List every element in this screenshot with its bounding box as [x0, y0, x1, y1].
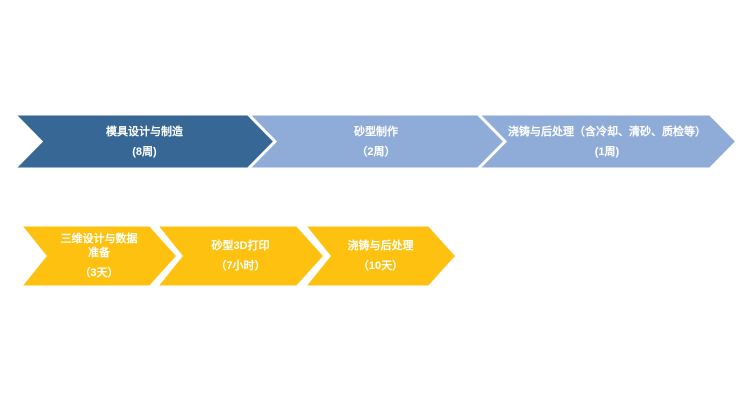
step-duration: （2周）	[356, 145, 396, 158]
chevron-mold-design: 模具设计与制造 (8周)	[10, 112, 278, 171]
chevron-sand-3d-printing: 砂型3D打印 （7小时）	[152, 223, 328, 289]
step-name: 浇铸与后处理（含冷却、清砂、质检等）	[508, 125, 706, 138]
step-label: 浇铸与后处理 （10天）	[304, 225, 457, 287]
chevron-shape-icon	[16, 223, 181, 289]
step-label: 三维设计与数据准备 （3天）	[20, 225, 178, 287]
chevron-casting-postprocessing: 浇铸与后处理（含冷却、清砂、质检等） (1周)	[473, 112, 740, 171]
chevron-3d-design-data-prep: 三维设计与数据准备 （3天）	[16, 223, 181, 289]
chevron-shape-icon	[152, 223, 328, 289]
step-name: 三维设计与数据准备	[60, 233, 138, 259]
step-duration: (1周)	[594, 145, 620, 158]
step-name: 砂型3D打印	[211, 240, 270, 252]
step-duration: （7小时）	[215, 260, 266, 272]
step-label: 模具设计与制造 (8周)	[14, 114, 275, 169]
step-label: 砂型3D打印 （7小时）	[156, 225, 325, 287]
chevron-shape-icon	[10, 112, 278, 171]
chevron-shape-icon	[300, 223, 460, 289]
chevron-sand-mold-making: 砂型制作 （2周）	[243, 112, 508, 171]
step-label: 砂型制作 （2周）	[247, 114, 505, 169]
step-duration: (8周)	[132, 145, 157, 158]
step-duration: （3天）	[79, 267, 119, 279]
step-name: 砂型制作	[354, 125, 398, 138]
chevron-casting-postprocessing-3dp: 浇铸与后处理 （10天）	[300, 223, 460, 289]
step-name: 模具设计与制造	[106, 125, 183, 138]
step-name: 浇铸与后处理	[347, 240, 414, 252]
step-duration: （10天）	[357, 260, 404, 272]
step-label: 浇铸与后处理（含冷却、清砂、质检等） (1周)	[477, 114, 737, 169]
